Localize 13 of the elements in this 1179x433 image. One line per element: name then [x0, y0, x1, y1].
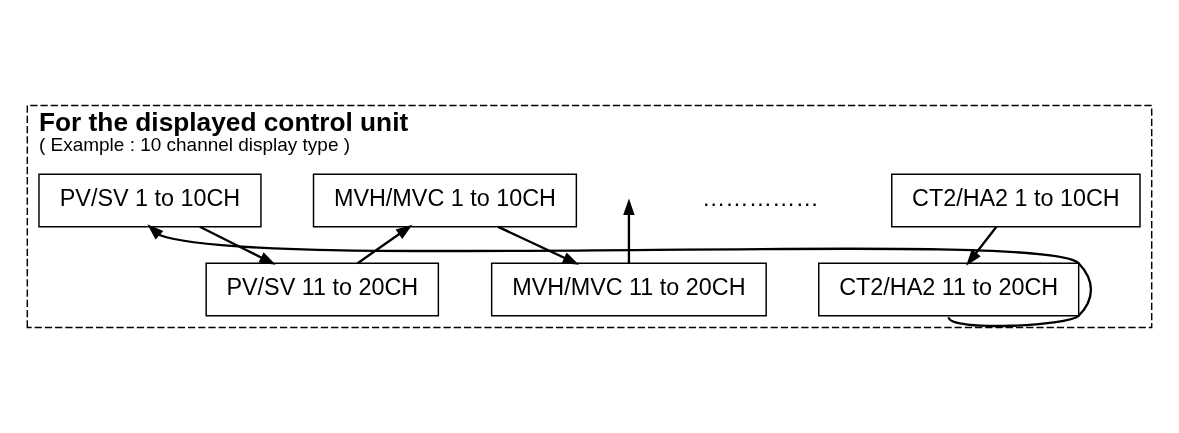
node-box: CT2/HA2 1 to 10CH [891, 173, 1141, 228]
arrow [357, 224, 413, 265]
arrow [497, 225, 580, 265]
node-box: CT2/HA2 11 to 20CH [818, 262, 1080, 317]
arrow [147, 224, 1092, 328]
label: …………… [701, 184, 819, 211]
node-box: MVH/MVC 1 to 10CH [312, 173, 578, 228]
node-box: PV/SV 11 to 20CH [205, 262, 440, 317]
node-box: MVH/MVC 11 to 20CH [490, 262, 767, 317]
arrow [199, 225, 276, 265]
node-box: PV/SV 1 to 10CH [38, 173, 262, 228]
arrow [966, 226, 998, 266]
arrow [623, 198, 635, 264]
